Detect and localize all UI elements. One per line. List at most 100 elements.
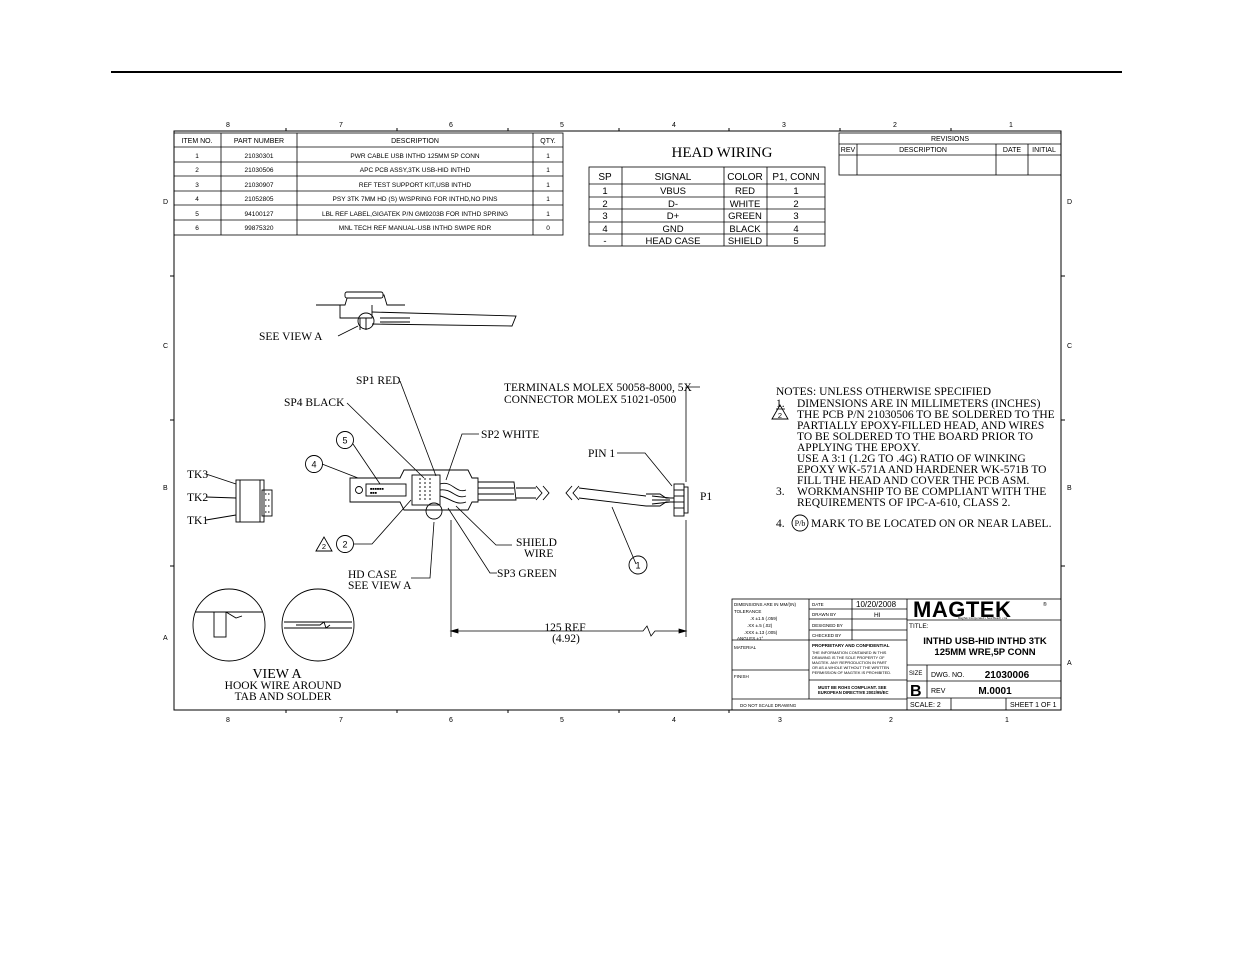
zone-ticks [170,128,1065,713]
zone-letter-right: B [1067,485,1072,492]
zone-labels: 8 7 6 5 4 3 2 1 8 7 6 5 4 3 2 1 D C B A … [163,122,1072,724]
note-2: PARTIALLY EPOXY-FILLED HEAD, AND WIRES [797,420,1044,432]
sp2-white-callout: SP2 WHITE [481,429,539,441]
revisions-title: REVISIONS [931,136,969,143]
bom-cell: PWR CABLE USB INTHD 125MM 5P CONN [350,153,479,160]
head-wiring-cell: 2 [602,199,607,210]
note-3: WORKMANSHIP TO BE COMPLIANT WITH THE [797,486,1046,498]
note-1: DIMENSIONS ARE IN MILLIMETERS (INCHES) [797,398,1041,410]
tolerance-label: TOLERANCE [734,609,761,614]
note-number: 4. [776,518,785,530]
rev-value: M.0001 [978,686,1012,697]
bom-cell: 1 [195,153,199,160]
zone-letter-left: A [163,635,168,642]
sp3-green-callout: SP3 GREEN [497,568,557,580]
cable [516,485,674,507]
title-block-grid [731,598,1062,711]
dwg-number-label: DWG. NO. [931,672,964,679]
zone-number-bottom: 8 [226,717,230,724]
zone-number-bottom: 5 [560,717,564,724]
bom-cell: 1 [546,196,550,203]
title-block-left: DIMENSIONS ARE IN MM/(IN) TOLERANCE .X ±… [734,602,843,708]
head-side-view [316,291,517,337]
bom-header-cell: QTY. [540,138,555,145]
note-number: 3. [776,486,785,498]
note-2: FILL THE HEAD AND COVER THE PCB ASM. [797,475,1029,487]
head-wiring-cell: BLACK [729,224,761,235]
bom-cell: PSY 3TK 7MM HD (S) W/SPRING FOR INTHD,NO… [333,196,499,203]
zone-letter-right: A [1067,660,1072,667]
head-assembly: ■■■■■■ ■■■ [349,469,517,520]
head-wiring-cell: GREEN [728,211,762,222]
magtek-logo: MAGTEK [913,597,1011,622]
svg-text:■■■: ■■■ [370,491,378,495]
rev-label: REV [931,688,946,695]
head-wiring-cell: 3 [793,211,798,222]
angles-tolerance: ANGLES ±1° [737,636,763,641]
zone-letter-right: D [1067,199,1072,206]
note-number: 1. [776,398,785,410]
head-wiring-cell: 4 [793,224,798,235]
bom-cell: APC PCB ASSY,3TK USB-HID INTHD [360,167,471,174]
proprietary-text: OR AS A WHOLE WITHOUT THE WRITTEN [812,665,889,670]
title-label: TITLE: [909,623,929,630]
note-triangle-label: 2 [778,411,782,420]
zone-number-bottom: 3 [778,717,782,724]
balloon-label: 5 [342,436,347,446]
head-wiring-header-cell: SIGNAL [655,172,692,183]
head-wiring-cell: 4 [602,224,607,235]
head-wiring-cell: VBUS [660,186,686,197]
bom-body: 1 21030301 PWR CABLE USB INTHD 125MM 5P … [195,153,550,232]
head-wiring-cell: D+ [667,211,680,222]
head-wiring-grid [588,166,826,247]
date-value: 10/20/2008 [856,600,897,609]
sp4-black-callout: SP4 BLACK [284,397,345,409]
shield-wire-callout: SHIELD [516,537,557,549]
note-3: REQUIREMENTS OF IPC-A-610, CLASS 2. [797,497,1011,509]
balloon-label: 2 [342,540,347,550]
dimension-text: 125 REF (4.92) [544,622,585,645]
note-triangle-label: 2 [322,542,326,551]
size-value: B [910,683,922,700]
bom-cell: 6 [195,225,199,232]
material-label: MATERIAL [734,645,757,650]
bom-cell: 21030301 [245,153,274,160]
head-wiring-table: HEAD WIRING SP SIGNAL COLOR P1, CONN 1 V… [588,145,826,247]
note-2: APPLYING THE EPOXY. [797,442,920,454]
bom-cell: 99875320 [245,225,274,232]
see-view-a-callout: SEE VIEW A [259,331,323,343]
connector-p1 [673,483,689,517]
hd-case-callout: HD CASE [348,569,397,581]
item-balloon [336,431,354,449]
finish-label: FINISH [734,674,749,679]
bom-cell: 2 [195,167,199,174]
dwg-number-value: 21030006 [985,670,1030,681]
checked-by-label: CHECKED BY [812,633,841,638]
note-2: THE PCB P/N 21030506 TO BE SOLDERED TO T… [797,409,1055,421]
zone-number-bottom: 7 [339,717,343,724]
bom-header-cell: PART NUMBER [234,138,284,145]
pb-mark-icon [791,514,809,532]
note-2: USE A 3:1 (1.2G TO .4G) RATIO OF WINKING [797,453,1026,465]
dimensions-units-label: DIMENSIONS ARE IN MM/(IN) [734,602,797,607]
bom-header-cell: ITEM NO. [181,138,212,145]
head-wiring-body: 1 VBUS RED 1 2 D- WHITE 2 3 D+ GREEN 3 4… [602,186,798,247]
note-2: TO BE SOLDERED TO THE BOARD PRIOR TO [797,431,1033,443]
item-balloon [305,455,323,473]
item-balloons: 5 4 2 1 2 [305,431,648,575]
notes-heading: NOTES: UNLESS OTHERWISE SPECIFIED [776,386,991,398]
drawn-by-value: HI [874,612,881,619]
svg-text:■■■■■■: ■■■■■■ [370,487,384,491]
notes-block: NOTES: UNLESS OTHERWISE SPECIFIED 1. DIM… [771,386,1055,532]
bom-cell: LBL REF LABEL,GIGATEK P/N GM9203B FOR IN… [322,211,508,218]
pb-mark-label: P/b [795,519,806,528]
zone-letter-left: C [163,343,168,350]
do-not-scale-label: DO NOT SCALE DRAWING [740,703,797,708]
zone-number-top: 4 [672,122,676,129]
head-wiring-cell: 3 [602,211,607,222]
bom-cell: 21030907 [245,182,274,189]
zone-number-top: 7 [339,122,343,129]
head-wiring-cell: WHITE [730,199,761,210]
bom-cell: 1 [546,182,550,189]
head-wiring-header-cell: P1, CONN [772,172,819,183]
